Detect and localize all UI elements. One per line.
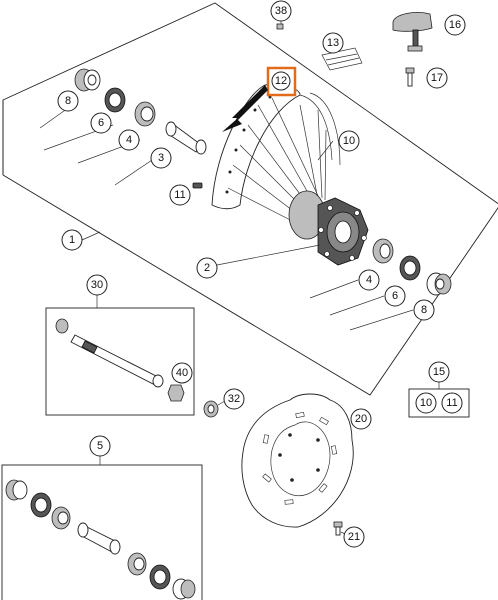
svg-text:21: 21 — [348, 531, 360, 543]
svg-text:6: 6 — [98, 117, 104, 129]
svg-text:11: 11 — [446, 397, 457, 409]
svg-text:4: 4 — [366, 274, 372, 286]
part-4-right — [372, 238, 394, 264]
callout-17[interactable]: 17 — [426, 67, 448, 89]
callout-15-10[interactable]: 10 — [415, 392, 437, 414]
callout-40[interactable]: 40 — [171, 362, 193, 384]
callout-30[interactable]: 30 — [86, 274, 108, 296]
part-13-strip — [321, 47, 363, 71]
svg-text:38: 38 — [275, 5, 287, 17]
callout-2[interactable]: 2 — [196, 257, 218, 279]
callout-15[interactable]: 15 — [428, 361, 450, 383]
part-4-left — [134, 101, 156, 127]
svg-text:13: 13 — [327, 37, 339, 49]
part-16-tool — [392, 12, 433, 52]
svg-text:5: 5 — [97, 440, 103, 452]
wheel-spokes — [227, 97, 327, 226]
part-20-brake-disc — [241, 393, 354, 528]
axle-kit-box — [45, 292, 195, 416]
callout-8-right[interactable]: 8 — [413, 299, 435, 321]
part-17-bolt — [405, 67, 415, 87]
callout-6-left[interactable]: 6 — [90, 112, 112, 134]
svg-text:6: 6 — [392, 290, 398, 302]
part-3-spacer — [165, 121, 207, 155]
callout-11[interactable]: 11 — [169, 184, 191, 206]
svg-text:32: 32 — [228, 393, 240, 405]
callout-20[interactable]: 20 — [350, 408, 372, 430]
part-8-right — [426, 272, 452, 296]
svg-text:3: 3 — [158, 152, 164, 164]
svg-text:1: 1 — [69, 234, 75, 246]
callout-21[interactable]: 21 — [343, 526, 365, 548]
wheel-assembly-frame — [2, 2, 498, 396]
svg-text:4: 4 — [126, 134, 132, 146]
callout-12[interactable]: 12 — [271, 71, 291, 91]
kit-5-box — [1, 455, 203, 600]
callout-38[interactable]: 38 — [270, 0, 292, 22]
callout-13[interactable]: 13 — [322, 32, 344, 54]
callout-16[interactable]: 16 — [444, 14, 466, 36]
svg-text:10: 10 — [420, 397, 432, 409]
svg-text:8: 8 — [421, 304, 427, 316]
part-11-valve — [192, 182, 203, 189]
svg-text:20: 20 — [355, 413, 367, 425]
callout-4-right[interactable]: 4 — [358, 269, 380, 291]
part-6-left — [104, 87, 126, 113]
svg-text:15: 15 — [433, 366, 445, 378]
part-38-screw — [276, 23, 284, 30]
part-6-right — [399, 255, 421, 281]
callout-3[interactable]: 3 — [150, 147, 172, 169]
svg-text:16: 16 — [449, 19, 461, 31]
svg-text:11: 11 — [174, 189, 185, 201]
callout-8-left[interactable]: 8 — [57, 90, 79, 112]
svg-text:8: 8 — [65, 95, 71, 107]
callout-10[interactable]: 10 — [338, 130, 360, 152]
svg-text:12: 12 — [275, 75, 287, 87]
callout-15-11[interactable]: 11 — [441, 392, 463, 414]
callout-1[interactable]: 1 — [61, 229, 83, 251]
wheel-rim — [211, 83, 341, 210]
svg-text:10: 10 — [343, 135, 355, 147]
svg-text:17: 17 — [431, 72, 443, 84]
callout-4-left[interactable]: 4 — [118, 129, 140, 151]
svg-text:40: 40 — [176, 367, 188, 379]
svg-text:30: 30 — [91, 279, 103, 291]
part-21-screw — [333, 521, 348, 536]
callout-32[interactable]: 32 — [223, 388, 245, 410]
wheel-hub — [288, 190, 369, 266]
callout-6-right[interactable]: 6 — [384, 285, 406, 307]
svg-text:2: 2 — [204, 262, 210, 274]
callout-5[interactable]: 5 — [89, 435, 111, 457]
part-32-nut — [203, 400, 226, 418]
part-8-left — [74, 68, 101, 92]
